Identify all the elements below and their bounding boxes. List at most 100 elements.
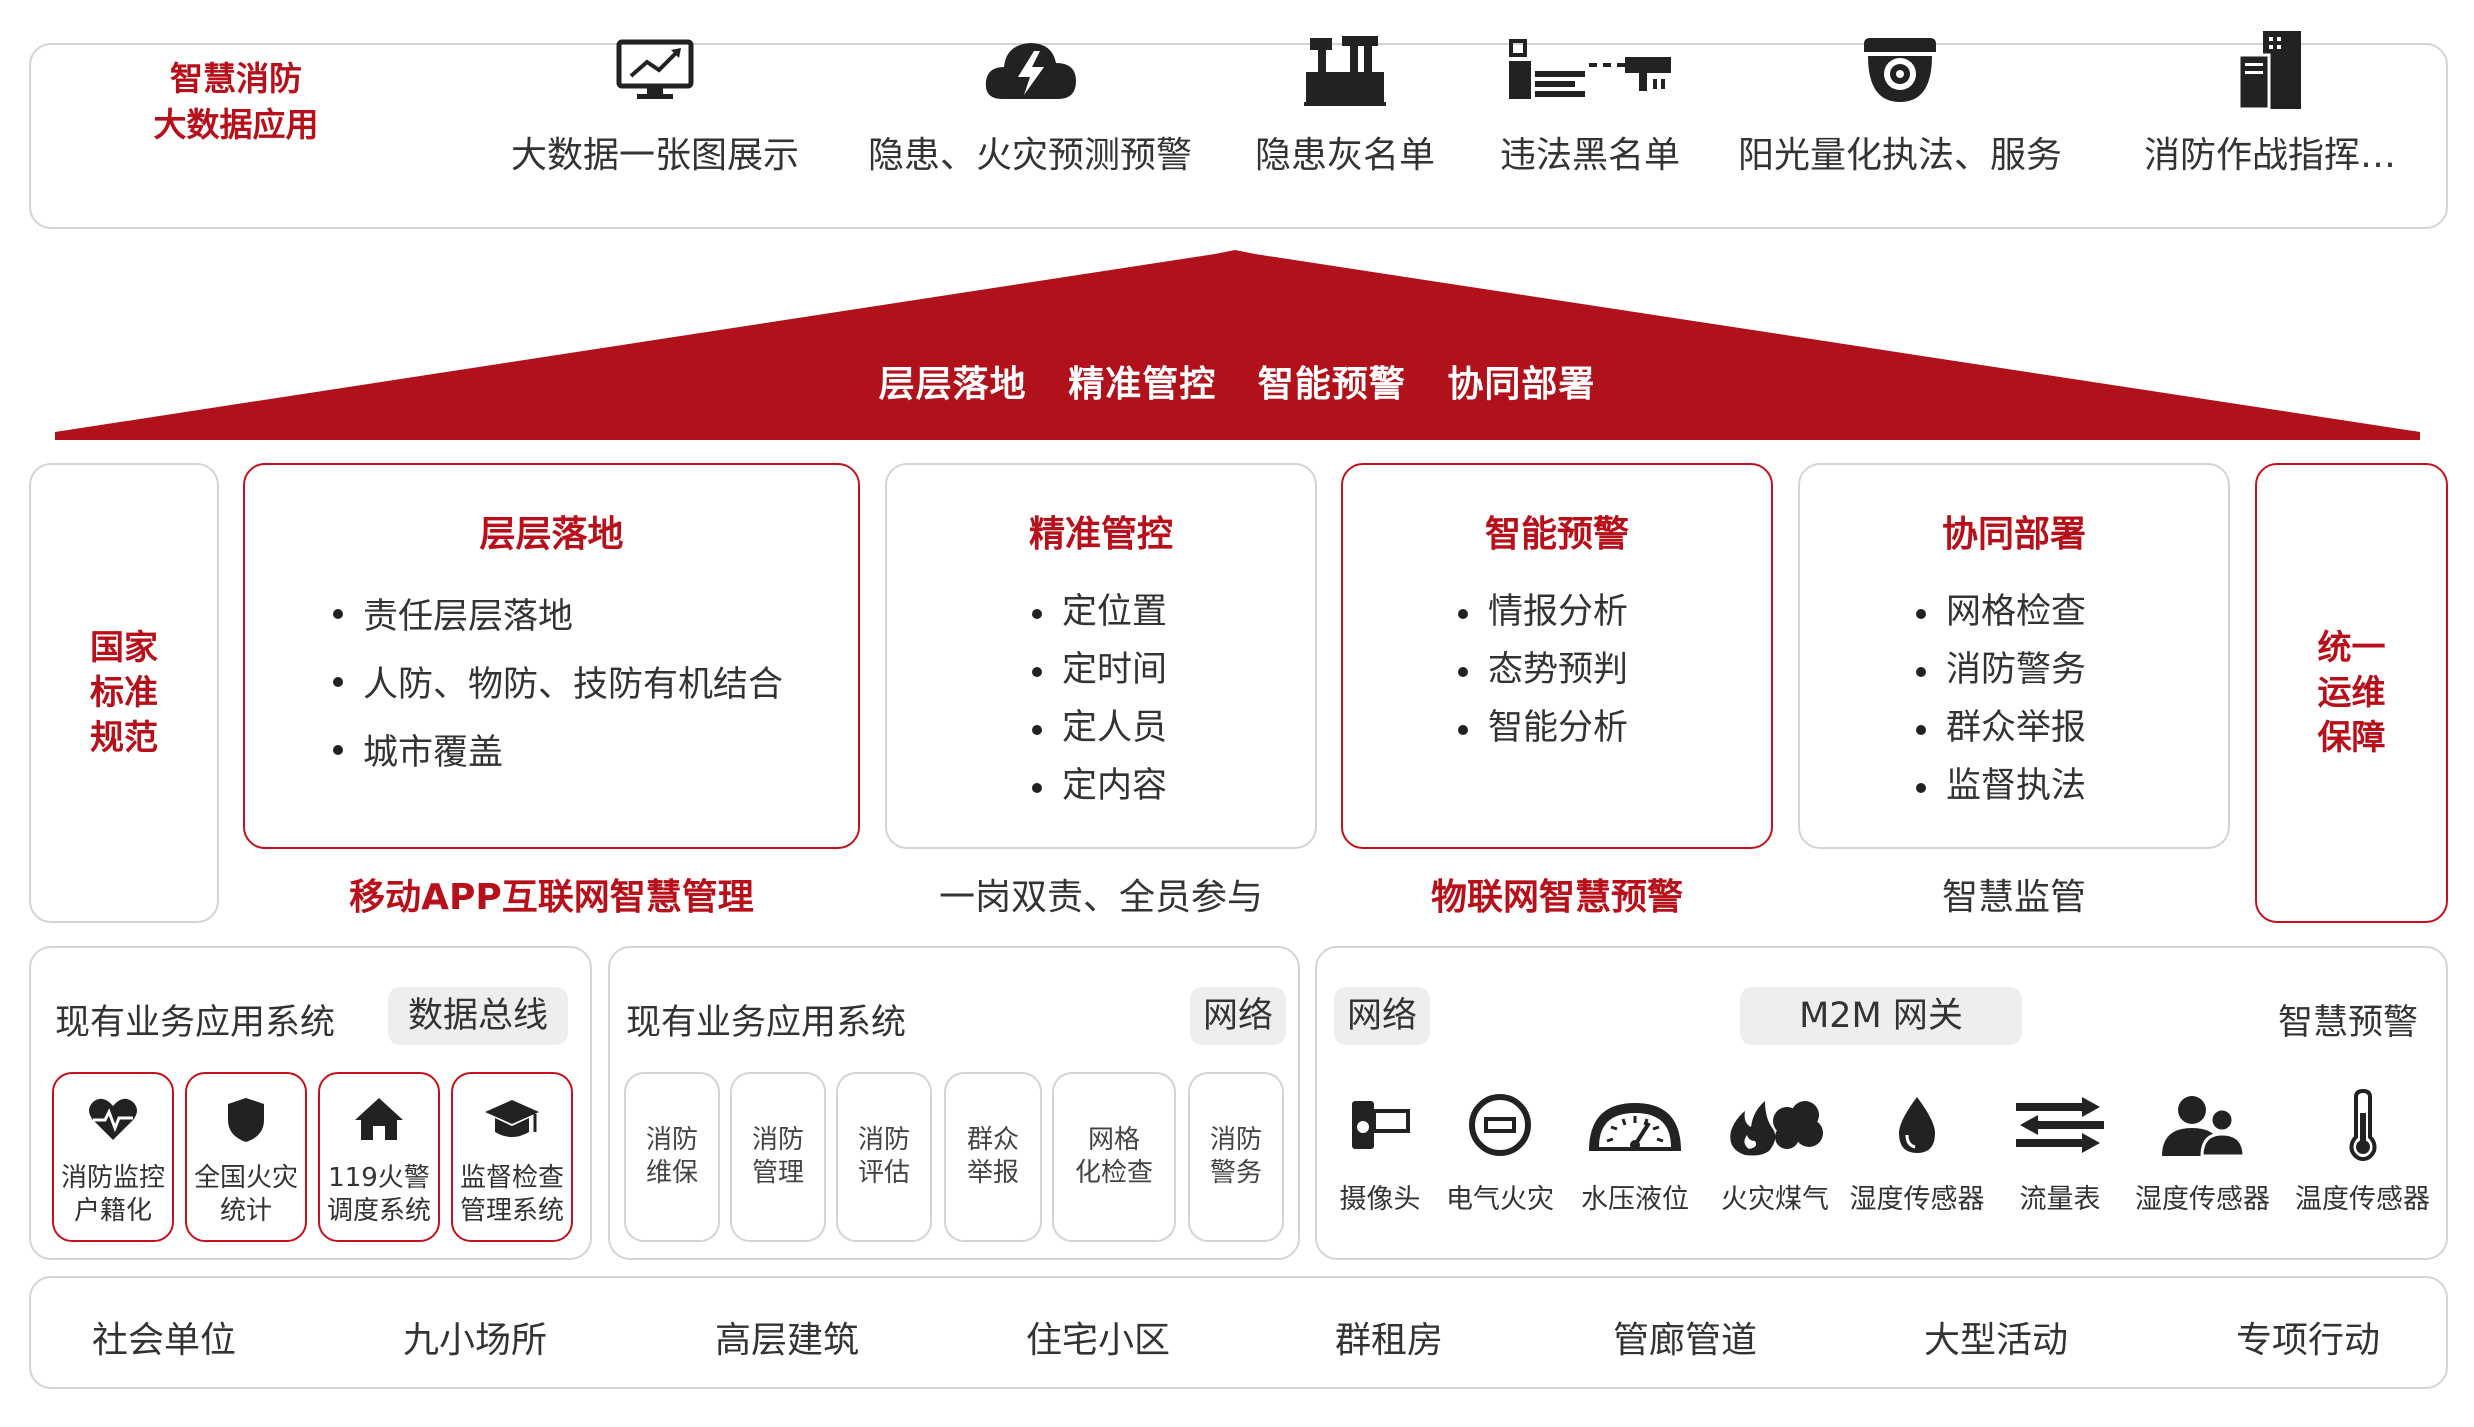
- top-title: 智慧消防 大数据应用: [116, 56, 356, 148]
- biz-card-line: 维保: [645, 1158, 698, 1188]
- biz-card[interactable]: 网格化检查: [1052, 1072, 1176, 1242]
- app-hazard-greylist[interactable]: 隐患灰名单: [1240, 20, 1450, 180]
- pillar-item: 监督执法: [1916, 757, 2086, 815]
- biz-card-line: 警务: [1209, 1158, 1262, 1188]
- system-label: 监督检查 管理系统: [453, 1162, 571, 1228]
- system-label-line: 119火警: [328, 1163, 430, 1193]
- sensor-humidity-1[interactable]: 湿度传感器: [1847, 1085, 1987, 1216]
- biz-card-line: 消防: [645, 1125, 698, 1155]
- pillar-item: 定人员: [1032, 699, 1167, 757]
- biz-card-line: 消防: [751, 1125, 804, 1155]
- biz-card[interactable]: 消防警务: [1188, 1072, 1284, 1242]
- sensor-water-pressure[interactable]: 水压液位: [1570, 1085, 1700, 1216]
- venue-item[interactable]: 专项行动: [2235, 1320, 2380, 1361]
- cloud-lightning-icon: [855, 20, 1205, 120]
- panel-head: 现有业务应用系统: [55, 1003, 336, 1043]
- pillar-list: 责任层层落地 人防、物防、技防有机结合 城市覆盖: [333, 583, 783, 787]
- system-label-line: 户籍化: [73, 1196, 152, 1226]
- system-label-line: 管理系统: [459, 1196, 564, 1226]
- system-card-inspection[interactable]: 监督检查 管理系统: [451, 1072, 573, 1242]
- pillar-item: 情报分析: [1458, 583, 1628, 641]
- biz-card[interactable]: 消防评估: [836, 1072, 932, 1242]
- pillar-item: 城市覆盖: [333, 719, 783, 787]
- monitor-chart-icon: [490, 20, 820, 120]
- app-label: 消防作战指挥…: [2143, 135, 2396, 176]
- sensor-electric-fire[interactable]: 电气火灾: [1440, 1085, 1560, 1216]
- left-side-standards: 国家 标准 规范: [29, 463, 219, 923]
- pillar-list: 网格检查 消防警务 群众举报 监督执法: [1916, 583, 2086, 815]
- venue-item[interactable]: 九小场所: [402, 1320, 547, 1361]
- cctv-camera-icon: [1485, 20, 1695, 120]
- system-card-fire-monitor[interactable]: 消防监控 户籍化: [52, 1072, 174, 1242]
- pillar-item: 定位置: [1032, 583, 1167, 641]
- venue-item[interactable]: 大型活动: [1923, 1320, 2068, 1361]
- venue-bar: [29, 1276, 2448, 1389]
- roof-item: 智能预警: [1257, 364, 1406, 405]
- system-label: 消防监控 户籍化: [54, 1162, 172, 1228]
- roof-item: 层层落地: [878, 364, 1027, 405]
- sensor-humidity-2[interactable]: 湿度传感器: [2130, 1085, 2275, 1216]
- panel-existing-systems-2: [608, 946, 1300, 1260]
- venue-item[interactable]: 社会单位: [91, 1320, 236, 1361]
- network-chip: 网络: [1334, 987, 1430, 1045]
- system-label: 119火警 调度系统: [320, 1162, 438, 1228]
- pillar-item: 人防、物防、技防有机结合: [333, 651, 783, 719]
- left-side-line: 规范: [90, 717, 158, 758]
- biz-card-line: 举报: [966, 1158, 1019, 1188]
- roof-item: 精准管控: [1068, 364, 1217, 405]
- biz-card[interactable]: 群众举报: [944, 1072, 1042, 1242]
- sensor-label: 温度传感器: [2295, 1184, 2430, 1215]
- pillar-caption: 一岗双责、全员参与: [938, 877, 1263, 918]
- app-label: 阳光量化执法、服务: [1737, 135, 2062, 176]
- pillar-list: 情报分析 态势预判 智能分析: [1458, 583, 1628, 757]
- sensor-label: 水压液位: [1581, 1184, 1689, 1215]
- biz-card-line: 化检查: [1074, 1158, 1153, 1188]
- venue-item[interactable]: 管廊管道: [1612, 1320, 1757, 1361]
- top-title-line2: 大数据应用: [153, 105, 319, 144]
- right-side-line: 统一: [2317, 627, 2386, 668]
- app-label: 隐患、火灾预测预警: [867, 135, 1192, 176]
- sensor-label: 湿度传感器: [2135, 1184, 2270, 1215]
- system-label-line: 调度系统: [326, 1196, 431, 1226]
- pillar-title: 协同部署: [1941, 514, 2086, 555]
- system-card-fire-statistics[interactable]: 全国火灾 统计: [185, 1072, 307, 1242]
- pillar-list: 定位置 定时间 定人员 定内容: [1032, 583, 1167, 815]
- venue-item[interactable]: 高层建筑: [714, 1320, 859, 1361]
- system-label: 全国火灾 统计: [187, 1162, 305, 1228]
- system-card-119-dispatch[interactable]: 119火警 调度系统: [318, 1072, 440, 1242]
- fire-gas-icon: [1710, 1085, 1840, 1165]
- app-law-enforcement[interactable]: 阳光量化执法、服务: [1730, 20, 2070, 180]
- app-label: 大数据一张图展示: [510, 135, 799, 176]
- pillar-item: 定内容: [1032, 757, 1167, 815]
- pillar-item: 群众举报: [1916, 699, 2086, 757]
- sensor-label: 摄像头: [1339, 1184, 1421, 1215]
- roof-slogan: 层层落地 精准管控 智能预警 协同部署: [0, 355, 2474, 407]
- panel-head: 智慧预警: [2278, 1003, 2419, 1043]
- biz-card[interactable]: 消防管理: [730, 1072, 826, 1242]
- pillar-item: 态势预判: [1458, 641, 1628, 699]
- right-side-line: 运维: [2317, 672, 2386, 713]
- data-bus-chip: 数据总线: [388, 987, 568, 1045]
- venue-item[interactable]: 群租房: [1334, 1320, 1443, 1361]
- pillar-warning: 智能预警 情报分析 态势预判 智能分析: [1341, 463, 1773, 849]
- sensor-camera[interactable]: 摄像头: [1330, 1085, 1430, 1216]
- graduation-cap-icon: [453, 1096, 571, 1142]
- venue-item[interactable]: 住宅小区: [1025, 1320, 1170, 1361]
- building-icon: [2125, 20, 2415, 120]
- heart-pulse-icon: [54, 1096, 172, 1142]
- sensor-fire-gas[interactable]: 火灾煤气: [1710, 1085, 1840, 1216]
- factory-icon: [1240, 20, 1450, 120]
- network-chip: 网络: [1190, 987, 1286, 1045]
- sensor-flow-meter[interactable]: 流量表: [2000, 1085, 2120, 1216]
- pillar-caption: 物联网智慧预警: [1430, 877, 1683, 918]
- panel-head: 现有业务应用系统: [626, 1003, 907, 1043]
- app-hazard-forecast[interactable]: 隐患、火灾预测预警: [855, 20, 1205, 180]
- biz-card[interactable]: 消防维保: [624, 1072, 720, 1242]
- app-big-data-map[interactable]: 大数据一张图展示: [490, 20, 820, 180]
- app-fire-command[interactable]: 消防作战指挥…: [2125, 20, 2415, 180]
- top-title-line1: 智慧消防: [170, 59, 302, 98]
- pillar-caption: 智慧监管: [1941, 877, 2086, 918]
- sensor-temperature[interactable]: 温度传感器: [2290, 1085, 2435, 1216]
- pillar-item: 智能分析: [1458, 699, 1628, 757]
- app-illegal-blacklist[interactable]: 违法黑名单: [1485, 20, 1695, 180]
